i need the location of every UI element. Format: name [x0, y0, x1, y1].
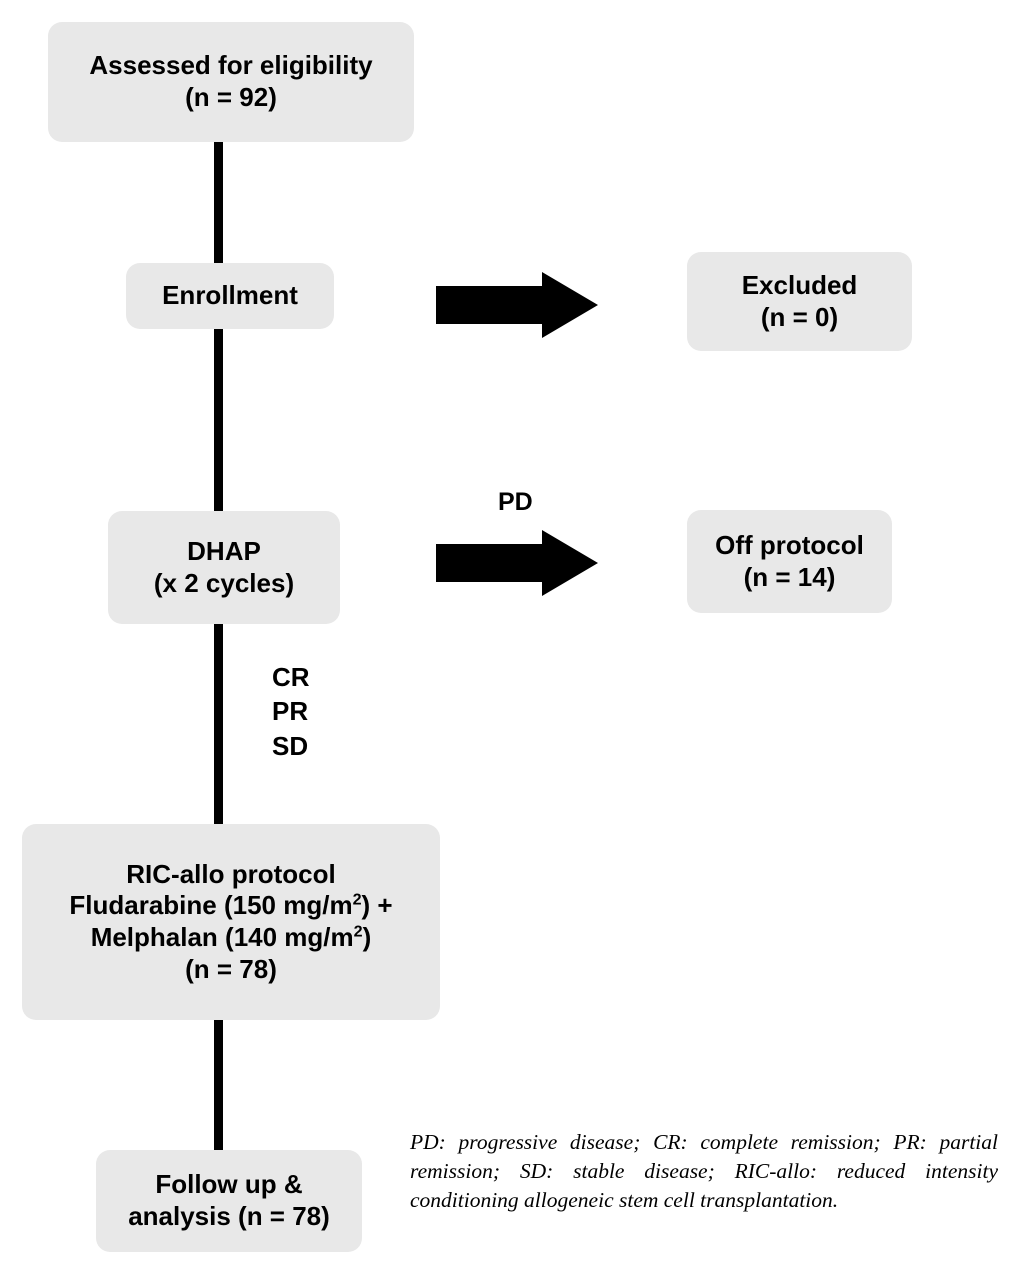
node-ric-line2: Fludarabine (150 mg/m2) + — [22, 890, 440, 922]
node-ric-line1: RIC-allo protocol — [126, 858, 336, 889]
arrow-to-excluded — [436, 272, 598, 338]
node-enrollment-line1: Enrollment — [162, 280, 298, 311]
node-ric-line3: Melphalan (140 mg/m2) — [22, 922, 440, 954]
node-excluded-line2: (n = 0) — [760, 301, 839, 332]
node-dhap: DHAP (x 2 cycles) — [108, 511, 340, 624]
arrow-to-excluded-icon — [436, 272, 598, 338]
node-dhap-line2: (x 2 cycles) — [153, 567, 295, 598]
connector-assessed-to-enrollment — [214, 140, 223, 268]
edge-label-responses: CR PR SD — [272, 662, 310, 761]
arrow-to-off-protocol — [436, 530, 598, 596]
edge-label-pd: PD — [498, 488, 533, 516]
node-ric-line2-sup: 2 — [352, 890, 362, 909]
node-off-protocol-line1: Off protocol — [715, 529, 864, 560]
node-excluded: Excluded (n = 0) — [687, 252, 912, 351]
node-followup-line1: Follow up & — [155, 1169, 303, 1200]
connector-enrollment-to-dhap — [214, 325, 223, 515]
node-ric-line3-end: ) — [362, 922, 372, 952]
connector-dhap-to-ric — [214, 620, 223, 828]
node-ric-line3-text: Melphalan (140 mg/m — [90, 922, 354, 952]
node-assessed-line2: (n = 92) — [185, 82, 277, 112]
node-ric-allo-protocol: RIC-allo protocol Fludarabine (150 mg/m2… — [22, 824, 440, 1020]
node-ric-line4: (n = 78) — [185, 953, 277, 984]
node-followup-line2: analysis (n = 78) — [128, 1201, 330, 1231]
node-assessed-line1: Assessed for eligibility — [89, 50, 373, 81]
footnote-abbreviations: PD: progressive disease; CR: complete re… — [410, 1130, 998, 1212]
node-dhap-line1: DHAP — [187, 535, 261, 566]
node-assessed-for-eligibility: Assessed for eligibility (n = 92) — [48, 22, 414, 142]
node-enrollment: Enrollment — [126, 263, 334, 329]
node-off-protocol: Off protocol (n = 14) — [687, 510, 892, 613]
node-off-protocol-line2: (n = 14) — [743, 561, 836, 592]
node-excluded-line1: Excluded — [741, 269, 858, 300]
node-ric-line2-text: Fludarabine (150 mg/m — [69, 890, 353, 921]
node-follow-up-analysis: Follow up & analysis (n = 78) — [96, 1150, 362, 1252]
connector-ric-to-followup — [214, 1018, 223, 1153]
arrow-to-off-protocol-icon — [436, 530, 598, 596]
node-ric-line3-sup: 2 — [353, 922, 363, 941]
node-ric-line2-end: ) + — [361, 890, 393, 921]
